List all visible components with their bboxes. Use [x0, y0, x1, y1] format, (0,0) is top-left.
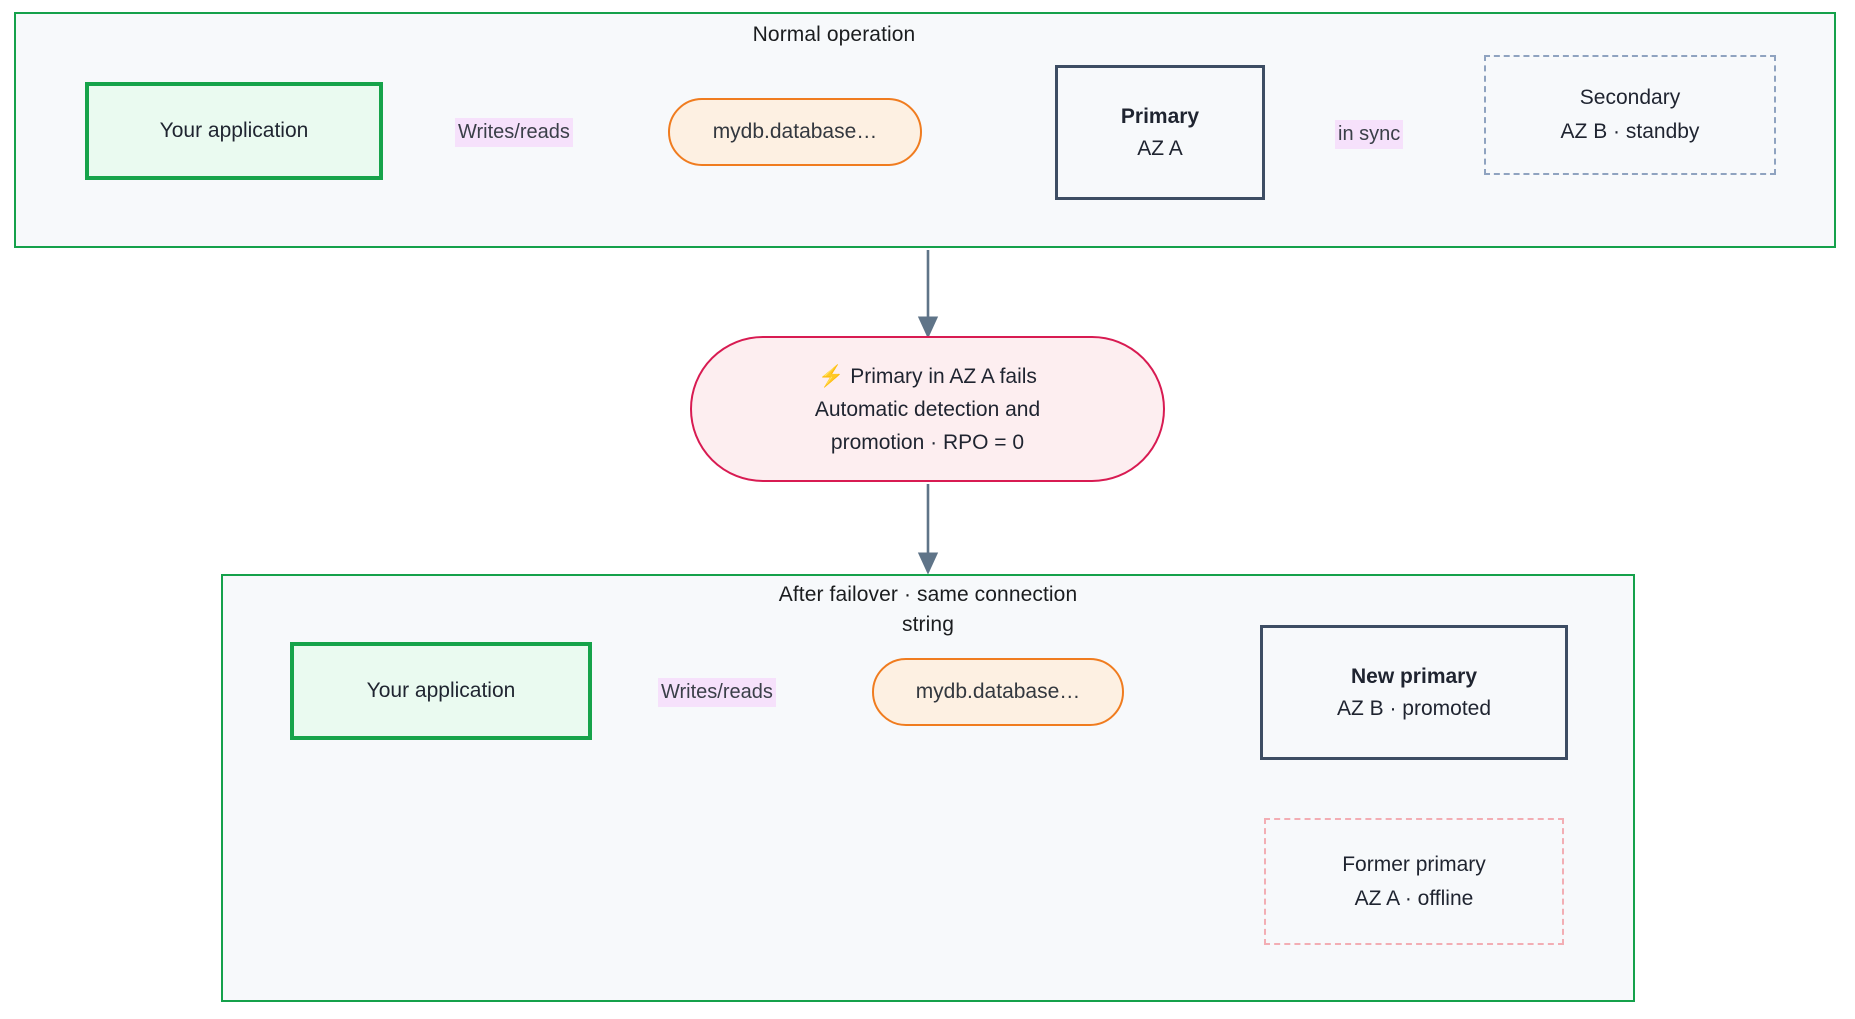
- edge-label-writes-reads-top: Writes/reads: [455, 118, 573, 147]
- node-title: Former primary: [1342, 852, 1486, 876]
- node-title: Primary: [1120, 104, 1200, 128]
- node-title: New primary: [1350, 664, 1478, 688]
- node-subtitle: AZ B · promoted: [1336, 696, 1492, 720]
- node-former-primary-az-a[interactable]: Former primary AZ A · offline: [1264, 818, 1564, 945]
- node-failure-event[interactable]: ⚡Primary in AZ A fails Automatic detecti…: [690, 336, 1165, 482]
- failure-line-3: promotion · RPO = 0: [830, 430, 1025, 454]
- node-primary-az-a[interactable]: Primary AZ A: [1055, 65, 1265, 200]
- node-endpoint-top[interactable]: mydb.database…: [668, 98, 922, 166]
- node-new-primary-az-b[interactable]: New primary AZ B · promoted: [1260, 625, 1568, 760]
- panel-after-failover-title: After failover · same connection string: [680, 580, 1176, 640]
- edge-label-in-sync: in sync: [1335, 120, 1404, 149]
- node-subtitle: AZ A · offline: [1354, 886, 1474, 910]
- panel-normal-operation-title: Normal operation: [752, 23, 916, 46]
- node-label: Your application: [366, 679, 516, 702]
- panel-after-failover-title-line-1: After failover · same connection: [778, 583, 1078, 606]
- node-endpoint-bottom[interactable]: mydb.database…: [872, 658, 1124, 726]
- node-subtitle: AZ B · standby: [1560, 120, 1700, 143]
- edge-label-writes-reads-bottom: Writes/reads: [658, 678, 776, 707]
- failure-line-1: ⚡Primary in AZ A fails: [818, 360, 1037, 393]
- panel-after-failover-title-line-2: string: [902, 613, 954, 636]
- node-your-application-bottom[interactable]: Your application: [290, 642, 592, 740]
- node-label: Your application: [159, 119, 309, 142]
- lightning-bolt-icon: ⚡: [818, 364, 845, 388]
- failure-line-2: Automatic detection and: [814, 397, 1041, 421]
- node-your-application-top[interactable]: Your application: [85, 82, 383, 180]
- node-title: Secondary: [1579, 86, 1681, 109]
- node-label: mydb.database…: [712, 120, 878, 143]
- node-subtitle: AZ A: [1137, 136, 1183, 160]
- node-label: mydb.database…: [915, 680, 1081, 703]
- failure-line-1-text: Primary in AZ A fails: [850, 364, 1037, 388]
- node-secondary-az-b[interactable]: Secondary AZ B · standby: [1484, 55, 1776, 175]
